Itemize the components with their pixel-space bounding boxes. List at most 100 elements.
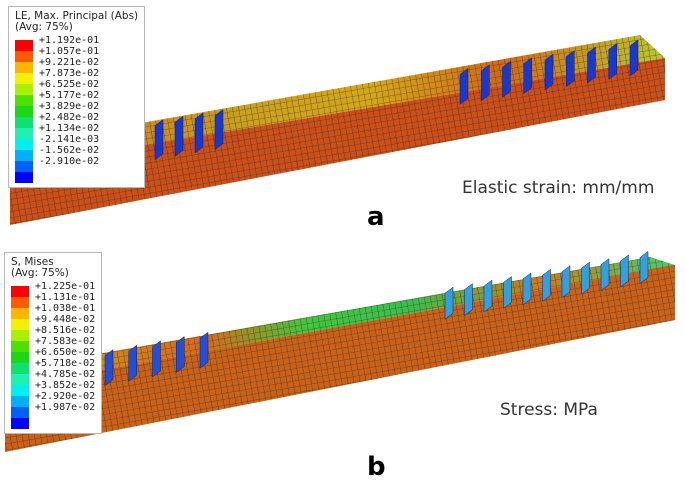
rib — [542, 268, 551, 302]
color-swatch — [11, 352, 29, 363]
scale-value: +7.583e-02 — [35, 336, 96, 347]
rib — [176, 336, 185, 374]
panel-label-b: b — [367, 452, 386, 482]
scale-value: +6.650e-02 — [35, 347, 96, 358]
scale-value: +5.177e-02 — [39, 90, 100, 101]
scale-value: +1.134e-02 — [39, 123, 100, 134]
scale-values: +1.192e-01+1.057e-01+9.221e-02+7.873e-02… — [39, 35, 99, 183]
rib — [104, 349, 114, 387]
rib — [154, 119, 164, 161]
scale-values: +1.225e-01+1.131e-01+1.038e-01+9.448e-02… — [35, 281, 95, 429]
scale-value: +2.920e-02 — [35, 391, 96, 402]
color-swatch — [11, 297, 29, 308]
beam-model-b — [5, 250, 675, 452]
scale-value: +7.873e-02 — [39, 68, 100, 79]
rib — [629, 39, 639, 77]
scale-value: +1.131e-01 — [35, 292, 96, 303]
ribs-right — [459, 39, 639, 105]
rib — [544, 53, 554, 91]
rib — [620, 254, 629, 288]
rib — [481, 64, 490, 102]
rib — [444, 286, 454, 320]
color-swatch — [11, 341, 29, 352]
color-scale — [15, 40, 33, 183]
rib — [502, 60, 511, 98]
scale-value: +1.192e-01 — [39, 35, 100, 46]
color-swatch — [15, 106, 33, 117]
color-scale — [11, 286, 29, 429]
color-swatch — [11, 319, 29, 330]
scale-value: +9.221e-02 — [39, 57, 100, 68]
color-swatch — [15, 51, 33, 62]
scale-value: +2.482e-02 — [39, 112, 100, 123]
color-swatch — [11, 407, 29, 418]
color-swatch — [11, 374, 29, 385]
color-swatch — [11, 385, 29, 396]
ribs-right — [444, 250, 649, 320]
color-swatch — [15, 62, 33, 73]
rib — [128, 344, 137, 382]
caption-stress: Stress: MPa — [500, 400, 598, 420]
scale-value: +3.829e-02 — [39, 101, 100, 112]
caption-strain: Elastic strain: mm/mm — [462, 178, 655, 198]
color-swatch — [11, 330, 29, 341]
color-swatch — [15, 172, 33, 183]
rib — [194, 112, 204, 154]
scale-value: -2.141e-03 — [39, 134, 100, 145]
color-swatch — [15, 117, 33, 128]
color-swatch — [15, 150, 33, 161]
beam-model-a — [10, 35, 665, 225]
panel-label-a: a — [367, 202, 385, 232]
rib — [581, 261, 590, 295]
rib — [587, 46, 596, 84]
rib — [639, 250, 649, 284]
scale-value: +1.987e-02 — [35, 402, 96, 413]
scale-value: +1.057e-01 — [39, 46, 100, 57]
rib — [503, 275, 512, 309]
color-swatch — [11, 286, 29, 297]
ribs-left — [104, 331, 209, 387]
legend-strain: LE, Max. Principal (Abs) (Avg: 75%) +1.1… — [8, 6, 146, 188]
legend-title: LE, Max. Principal (Abs) — [15, 10, 139, 22]
rib — [523, 57, 532, 95]
rib — [608, 42, 617, 80]
rib — [561, 265, 571, 299]
rib — [152, 340, 161, 378]
scale-value: +6.525e-02 — [39, 79, 100, 90]
color-swatch — [15, 40, 33, 51]
legend-subtitle: (Avg: 75%) — [15, 21, 73, 33]
rib — [214, 109, 224, 151]
scale-value: +9.448e-02 — [35, 314, 96, 325]
rib — [459, 67, 469, 105]
scale-value: +1.038e-01 — [35, 303, 96, 314]
rib — [522, 272, 532, 306]
rib — [199, 331, 209, 369]
legend-title: S, Mises — [11, 256, 54, 268]
rib — [566, 50, 575, 88]
scale-value: -2.910e-02 — [39, 156, 100, 167]
color-swatch — [11, 418, 29, 429]
rib — [483, 279, 493, 313]
scale-value: +8.516e-02 — [35, 325, 96, 336]
scale-value: -1.562e-02 — [39, 145, 100, 156]
color-swatch — [11, 308, 29, 319]
rib — [464, 283, 473, 317]
color-swatch — [15, 139, 33, 150]
legend-subtitle: (Avg: 75%) — [11, 267, 69, 279]
scale-value: +5.718e-02 — [35, 358, 96, 369]
scale-value: +3.852e-02 — [35, 380, 96, 391]
color-swatch — [11, 396, 29, 407]
color-swatch — [15, 128, 33, 139]
color-swatch — [15, 95, 33, 106]
rib — [174, 115, 184, 157]
scale-value: +4.785e-02 — [35, 369, 96, 380]
color-swatch — [15, 73, 33, 84]
color-swatch — [15, 161, 33, 172]
scale-value: +1.225e-01 — [35, 281, 96, 292]
color-swatch — [11, 363, 29, 374]
color-swatch — [15, 84, 33, 95]
rib — [600, 258, 610, 292]
legend-stress: S, Mises (Avg: 75%) +1.225e-01+1.131e-01… — [4, 252, 103, 434]
